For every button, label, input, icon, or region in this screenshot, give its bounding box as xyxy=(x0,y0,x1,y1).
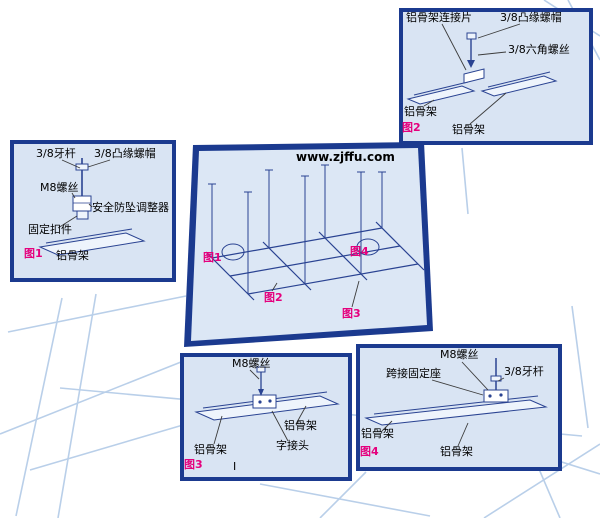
fig3-label-m8-screw: M8螺丝 xyxy=(232,357,271,370)
center-panel-shape xyxy=(184,142,433,347)
fig2-tag: 图2 xyxy=(402,121,421,134)
fig2-label-frame-right: 铝骨架 xyxy=(452,123,485,136)
fig4-label-frame-left: 铝骨架 xyxy=(361,427,394,440)
callout-circle-fig4 xyxy=(356,238,380,256)
center-pointer-lines xyxy=(271,280,360,308)
fig2-pointer-lines xyxy=(423,23,521,125)
fig1-pointer-lines xyxy=(57,159,111,229)
callout-circle-fig1 xyxy=(221,243,245,261)
center-ref-fig3: 图3 xyxy=(342,307,361,320)
fig1-label-safety-adjuster: 安全防坠调整器 xyxy=(92,201,169,214)
watermark-url: www.zjffu.com xyxy=(296,150,395,164)
hanger-rods xyxy=(208,164,386,294)
fig1-drawing xyxy=(38,158,146,256)
fig4-drawing xyxy=(364,358,548,447)
down-arrow-icon xyxy=(467,60,475,68)
fig1-label-frame: 铝骨架 xyxy=(56,249,89,262)
center-ref-fig2: 图2 xyxy=(264,291,283,304)
fig4-label-m8-screw: M8螺丝 xyxy=(440,348,479,361)
fig3-pointer-lines xyxy=(213,369,307,445)
fig4-label-bridge-seat: 跨接固定座 xyxy=(386,367,441,380)
fig1-label-m8-screw: M8螺丝 xyxy=(40,181,79,194)
fig3-label-frame-right: 铝骨架 xyxy=(284,419,317,432)
fig2-panel xyxy=(399,8,593,145)
fig4-label-frame-bottom: 铝骨架 xyxy=(440,445,473,458)
fig2-drawing xyxy=(406,23,558,125)
fig2-label-flange-nut: 3/8凸缘螺帽 xyxy=(500,11,562,24)
fig1-label-rod: 3/8牙杆 xyxy=(36,147,76,160)
fig4-label-rod: 3/8牙杆 xyxy=(504,365,544,378)
fig3-tag: 图3 xyxy=(184,458,203,471)
center-ref-fig1: 图1 xyxy=(203,251,222,264)
center-ref-fig4: 图4 xyxy=(350,245,369,258)
fig1-label-fixing-clip: 固定扣件 xyxy=(28,223,72,236)
fig1-label-flange-nut: 3/8凸缘螺帽 xyxy=(94,147,156,160)
fig2-label-connector-plate: 铝骨架连接片 xyxy=(406,11,472,24)
fig3-label-frame-left: 铝骨架 xyxy=(194,443,227,456)
fig4-pointer-lines xyxy=(381,361,505,447)
center-grid-drawing xyxy=(205,164,425,308)
down-arrow-icon xyxy=(258,389,264,396)
fig1-tag: 图1 xyxy=(24,247,43,260)
fig1-panel xyxy=(10,140,176,282)
fig4-tag: 图4 xyxy=(360,445,379,458)
fig2-label-hex-screw: 3/8六角螺丝 xyxy=(508,43,570,56)
fig2-label-frame-left: 铝骨架 xyxy=(404,105,437,118)
fig3-label-connector: 字接头 xyxy=(276,439,309,452)
fig3-drawing xyxy=(194,366,340,445)
fig3-label-connector-prefix: I xyxy=(233,460,237,473)
